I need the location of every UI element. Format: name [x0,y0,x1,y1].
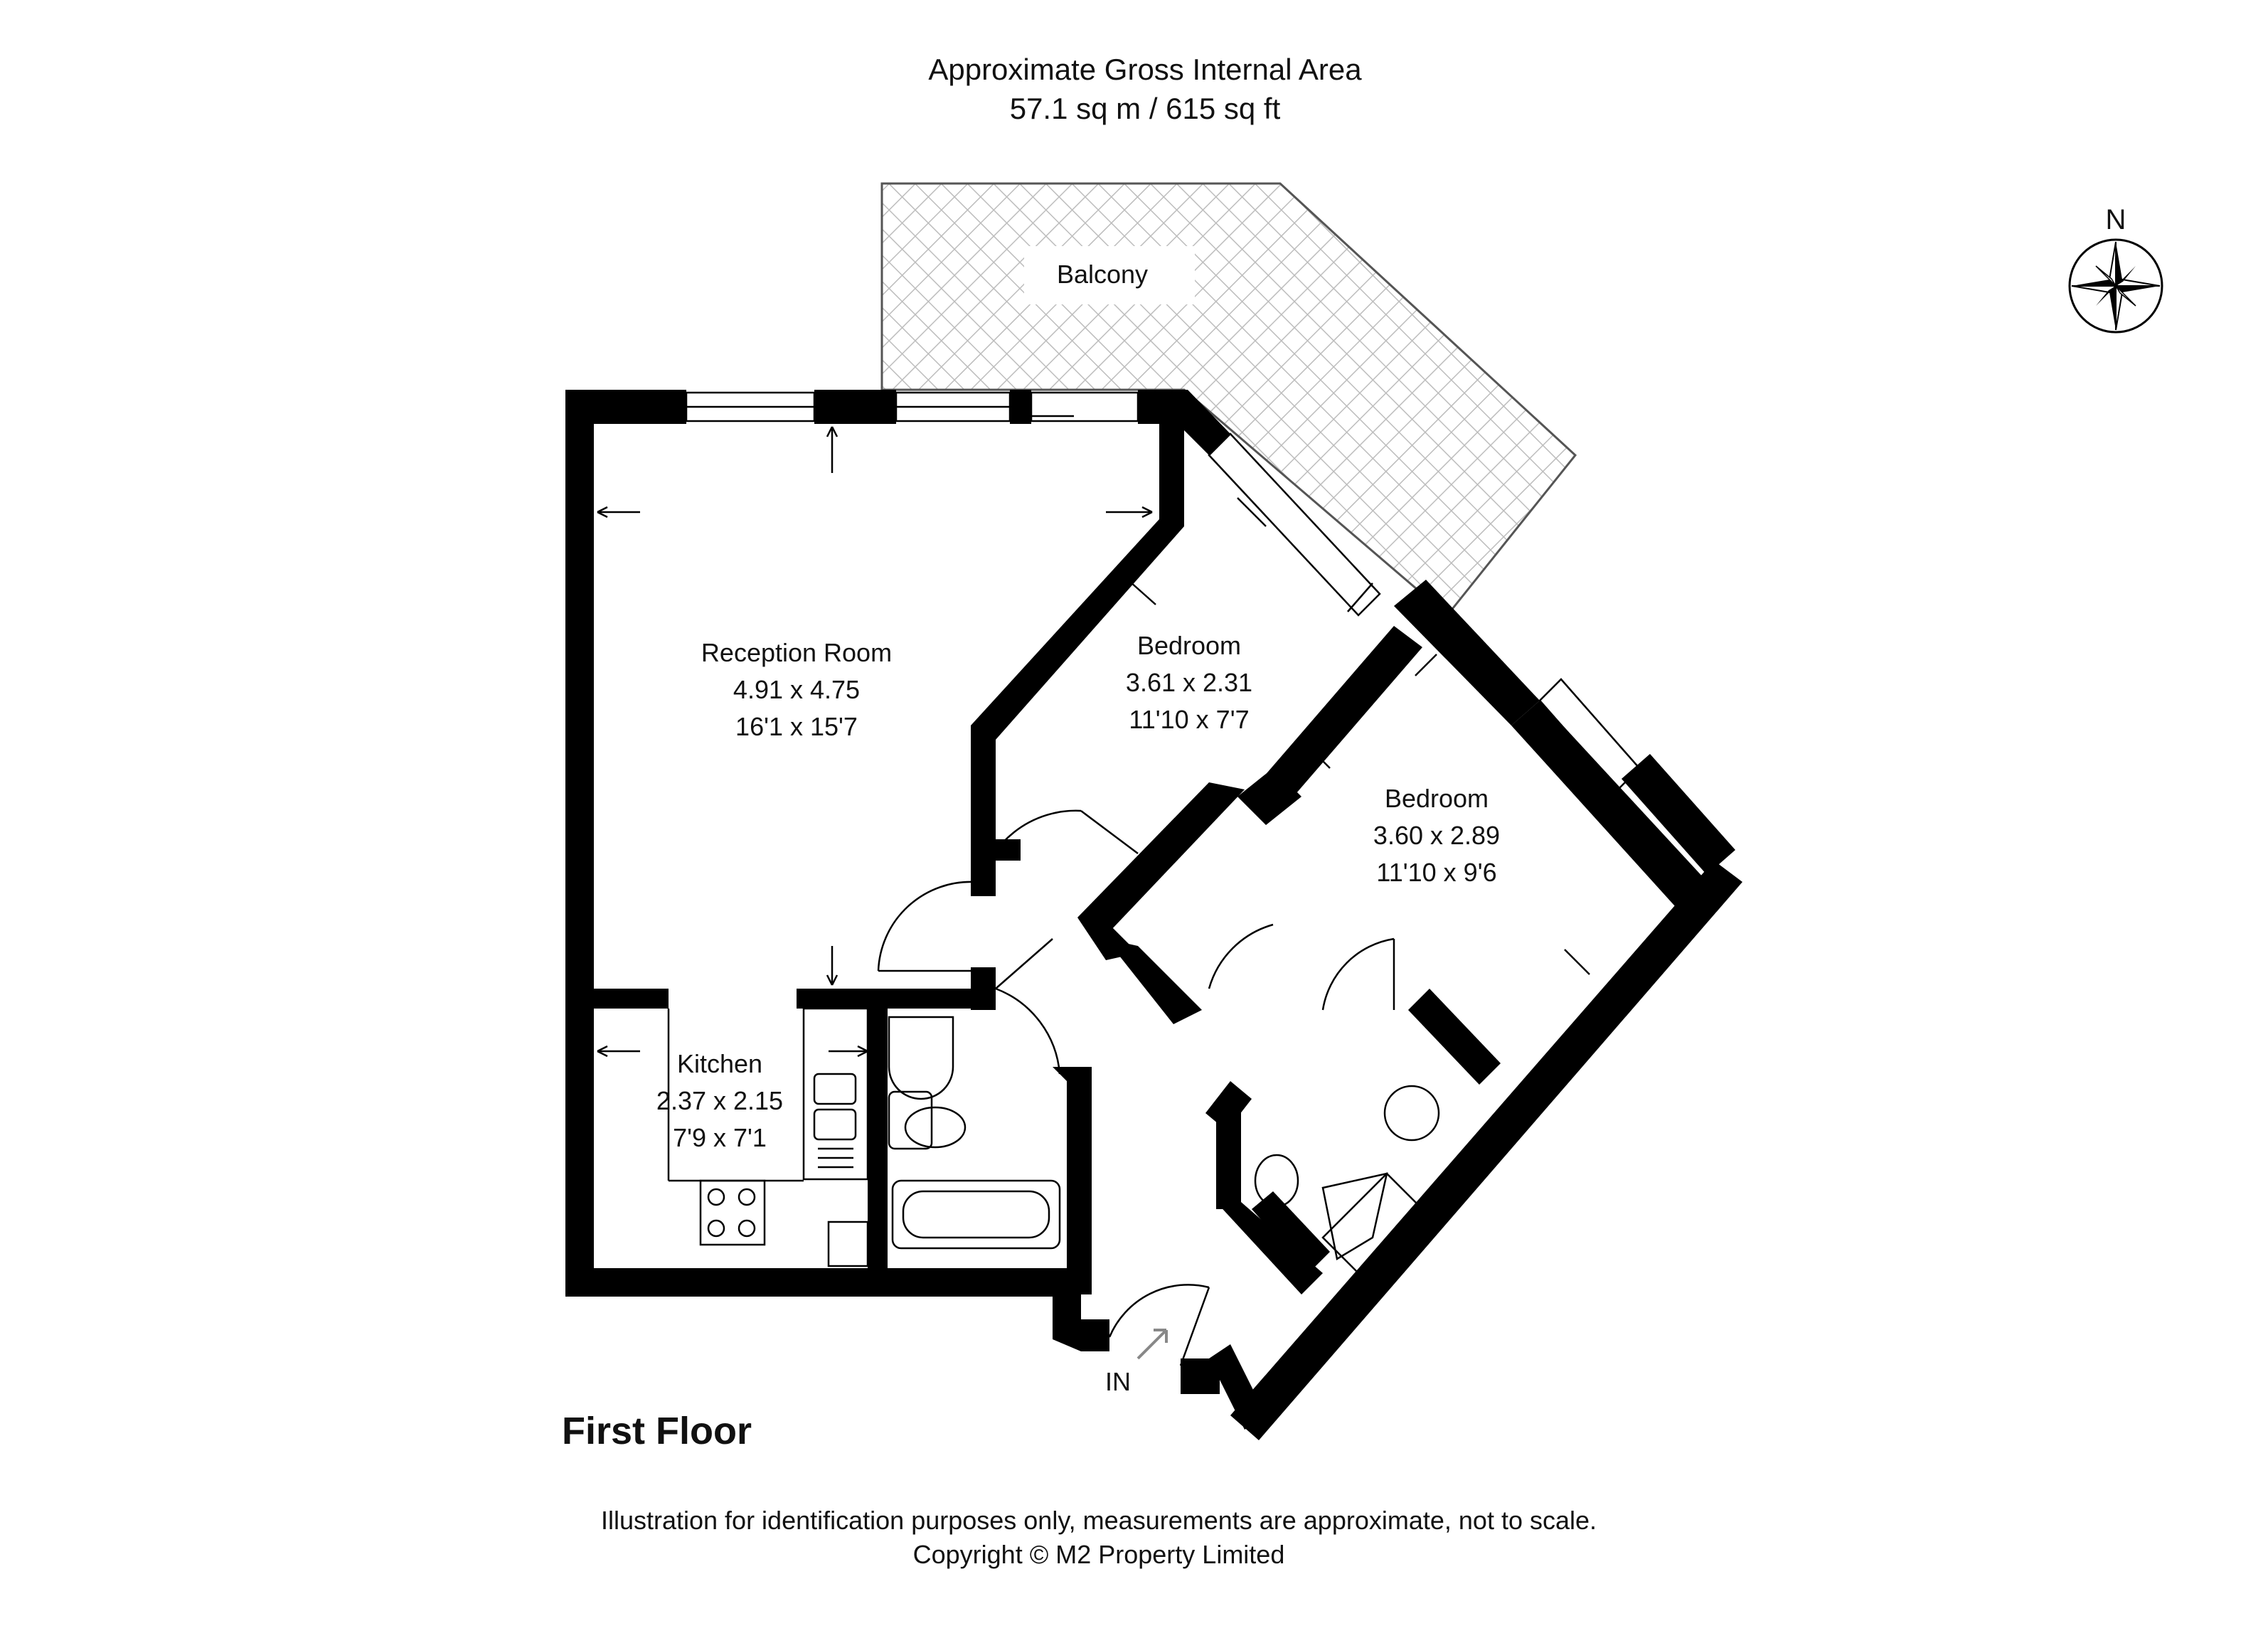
reception-name: Reception Room [701,638,892,667]
kitchen-name: Kitchen [677,1049,762,1078]
doors [877,809,1395,1366]
area-title: Approximate Gross Internal Area [928,53,1362,86]
bedroom-1-metric: 3.61 x 2.31 [1126,668,1252,697]
copyright: Copyright © M2 Property Limited [913,1540,1285,1569]
disclaimer: Illustration for identification purposes… [601,1506,1597,1535]
windows [685,391,1641,791]
walls [565,390,1742,1440]
bedroom-2-name: Bedroom [1385,784,1489,813]
kitchen-imperial: 7'9 x 7'1 [673,1123,767,1152]
bedroom-1-name: Bedroom [1137,631,1241,660]
area-size: 57.1 sq m / 615 sq ft [1010,92,1281,125]
bedroom-1: Bedroom 3.61 x 2.31 11'10 x 7'7 [1126,631,1252,734]
bathroom-fixtures [888,1016,1061,1250]
kitchen-fixtures [667,1007,869,1267]
reception-metric: 4.91 x 4.75 [733,675,860,704]
ensuite-fixtures [1254,1085,1440,1275]
bedroom-2-metric: 3.60 x 2.89 [1373,821,1500,850]
dimension-arrows [597,415,1590,1058]
compass-label: N [2106,204,2126,235]
kitchen-metric: 2.37 x 2.15 [656,1086,783,1115]
entrance-label: IN [1105,1367,1131,1396]
reception-imperial: 16'1 x 15'7 [735,712,858,741]
bedroom-2: Bedroom 3.60 x 2.89 11'10 x 9'6 [1373,784,1500,887]
floor-label: First Floor [562,1410,752,1452]
entrance-arrow-icon [1136,1329,1168,1360]
entrance: IN [1105,1329,1168,1396]
reception-room: Reception Room 4.91 x 4.75 16'1 x 15'7 [701,638,892,741]
bedroom-2-imperial: 11'10 x 9'6 [1376,858,1496,887]
north-compass-icon [2068,238,2163,334]
kitchen: Kitchen 2.37 x 2.15 7'9 x 7'1 [656,1049,783,1152]
balcony-label: Balcony [1057,260,1148,289]
bedroom-1-imperial: 11'10 x 7'7 [1129,705,1249,734]
balcony: Balcony [880,182,1577,617]
